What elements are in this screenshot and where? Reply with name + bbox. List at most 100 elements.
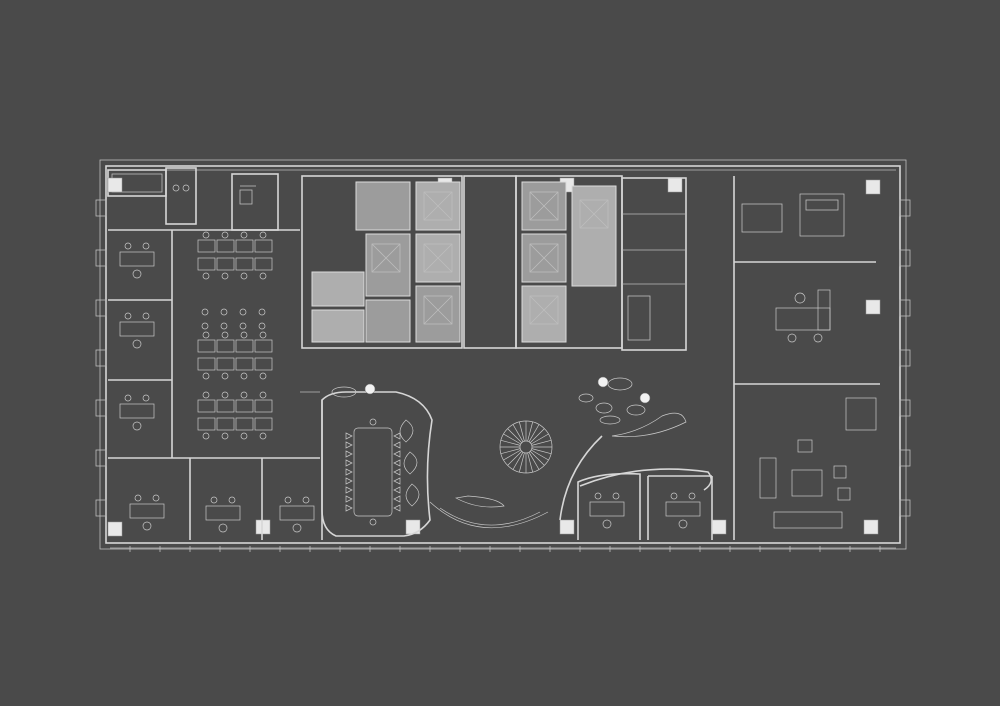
window-mullion [95,199,107,217]
office-desk [279,505,315,521]
elevator-shaft [423,191,453,221]
elevator-shaft-cross [529,295,559,325]
workstation-desk [254,339,273,353]
meeting-chair [393,504,401,512]
lounge [759,397,877,529]
spiral-stair-tread [503,449,521,461]
workstation-chair [221,231,229,239]
window-mullion [95,299,107,317]
office-chair [602,519,612,529]
spiral-stair-tread [529,428,545,444]
spiral-stair-tread [528,424,540,442]
workstation-chair [240,432,248,440]
window-mullions [95,199,911,552]
workstation-chair [259,372,267,380]
office-chair [132,421,142,431]
exterior-walls [99,159,907,550]
meeting-chair [393,432,401,440]
core-east [463,175,623,349]
spiral-stair-tread [518,421,525,442]
guest-chair [594,492,602,500]
window-mullion [899,449,911,467]
window-mullion [95,249,107,267]
elevator-shaft-cross [529,243,559,273]
window-mullion [899,399,911,417]
elevator-shaft-cross [529,191,559,221]
guest-chair [142,312,150,320]
guest-chair [134,494,142,502]
elevator-shaft-cross [423,191,453,221]
office-desk [119,403,155,419]
lobby [331,377,712,529]
restrooms [621,177,687,351]
spiral-stair-tread [518,452,525,473]
spiral-stair-tread [528,452,540,470]
guest-chair [302,496,310,504]
spiral-stair-tread [512,424,524,442]
elevator-shaft-cross [423,295,453,325]
ceiling-lights [364,376,651,404]
workstation-desk [254,399,273,413]
elevator-shaft-cross [371,243,401,273]
structural-column [711,519,727,535]
ceiling-light [364,383,376,395]
meeting-table-chairs [345,418,401,526]
window-mullion [95,349,107,367]
meeting-chair [345,495,353,503]
meeting-chair [393,459,401,467]
guest-chair [142,242,150,250]
structural-column [107,177,123,193]
guest-chair [152,494,160,502]
workstation-chair [202,372,210,380]
office-desk [665,501,701,517]
office-desk [129,503,165,519]
spiral-stair-tread [500,439,521,446]
office-chair [142,521,152,531]
window-mullion [899,299,911,317]
meeting-chair [345,504,353,512]
guest-chair [124,312,132,320]
workstation-chair [220,322,228,330]
workstation-chair [240,372,248,380]
ceiling-light [639,392,651,404]
office-desk [205,505,241,521]
meeting-chair [369,518,377,526]
workstation-chair [221,272,229,280]
elevator-shaft [371,243,401,273]
workstation-desk [235,417,254,431]
workstation-chair [258,308,266,316]
meeting-chair [393,477,401,485]
meeting-chair [345,459,353,467]
spiral-stair-tread [500,448,521,455]
office-desk [119,321,155,337]
elevator-shaft [529,191,559,221]
workstation-chair [202,432,210,440]
workstation-desk [197,339,216,353]
office-chair [132,269,142,279]
window-mullion [899,499,911,517]
structural-column [865,299,881,315]
guest-chair [124,394,132,402]
window-mullion [899,349,911,367]
workstation-chair [259,231,267,239]
meeting-chair [393,495,401,503]
workstation-chair [220,308,228,316]
spiral-stair-tread [503,433,521,445]
spiral-stair-tread [507,428,523,444]
guest-chair [228,496,236,504]
elevator-shaft [423,295,453,325]
workstation-desk [197,357,216,371]
structural-column [559,519,575,535]
elevator-shaft [529,295,559,325]
workstation-chair [202,391,210,399]
structural-column [107,521,123,537]
elevator-shafts [371,191,609,325]
boardroom [300,391,433,537]
spiral-stair-tread [527,452,534,473]
spiral-stair-tread [512,452,524,470]
executive-suite [733,176,880,540]
spiral-stair-tread [531,439,552,446]
workstation-chair [259,391,267,399]
workstation-chair [221,432,229,440]
ceiling-light [597,376,609,388]
